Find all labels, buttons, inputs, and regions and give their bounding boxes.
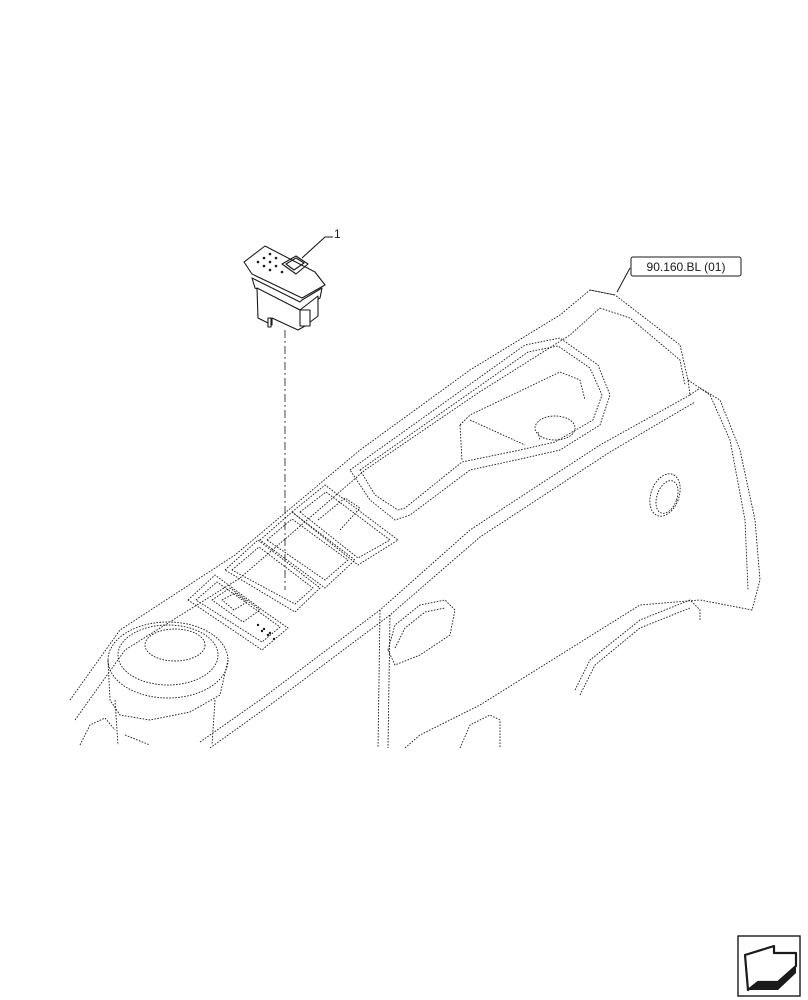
callout-part-1[interactable]: 1 [301, 227, 341, 259]
callout-label: 1 [334, 227, 341, 241]
reference-callout[interactable]: 90.160.BL (01) [616, 256, 742, 293]
reference-label: 90.160.BL (01) [647, 260, 726, 274]
gear-knob [79, 621, 229, 746]
next-page-arrow-icon[interactable] [737, 935, 801, 997]
console-body [69, 289, 761, 749]
storage-tray [349, 337, 611, 521]
rocker-switch [243, 245, 326, 331]
switch-bank [187, 484, 399, 651]
